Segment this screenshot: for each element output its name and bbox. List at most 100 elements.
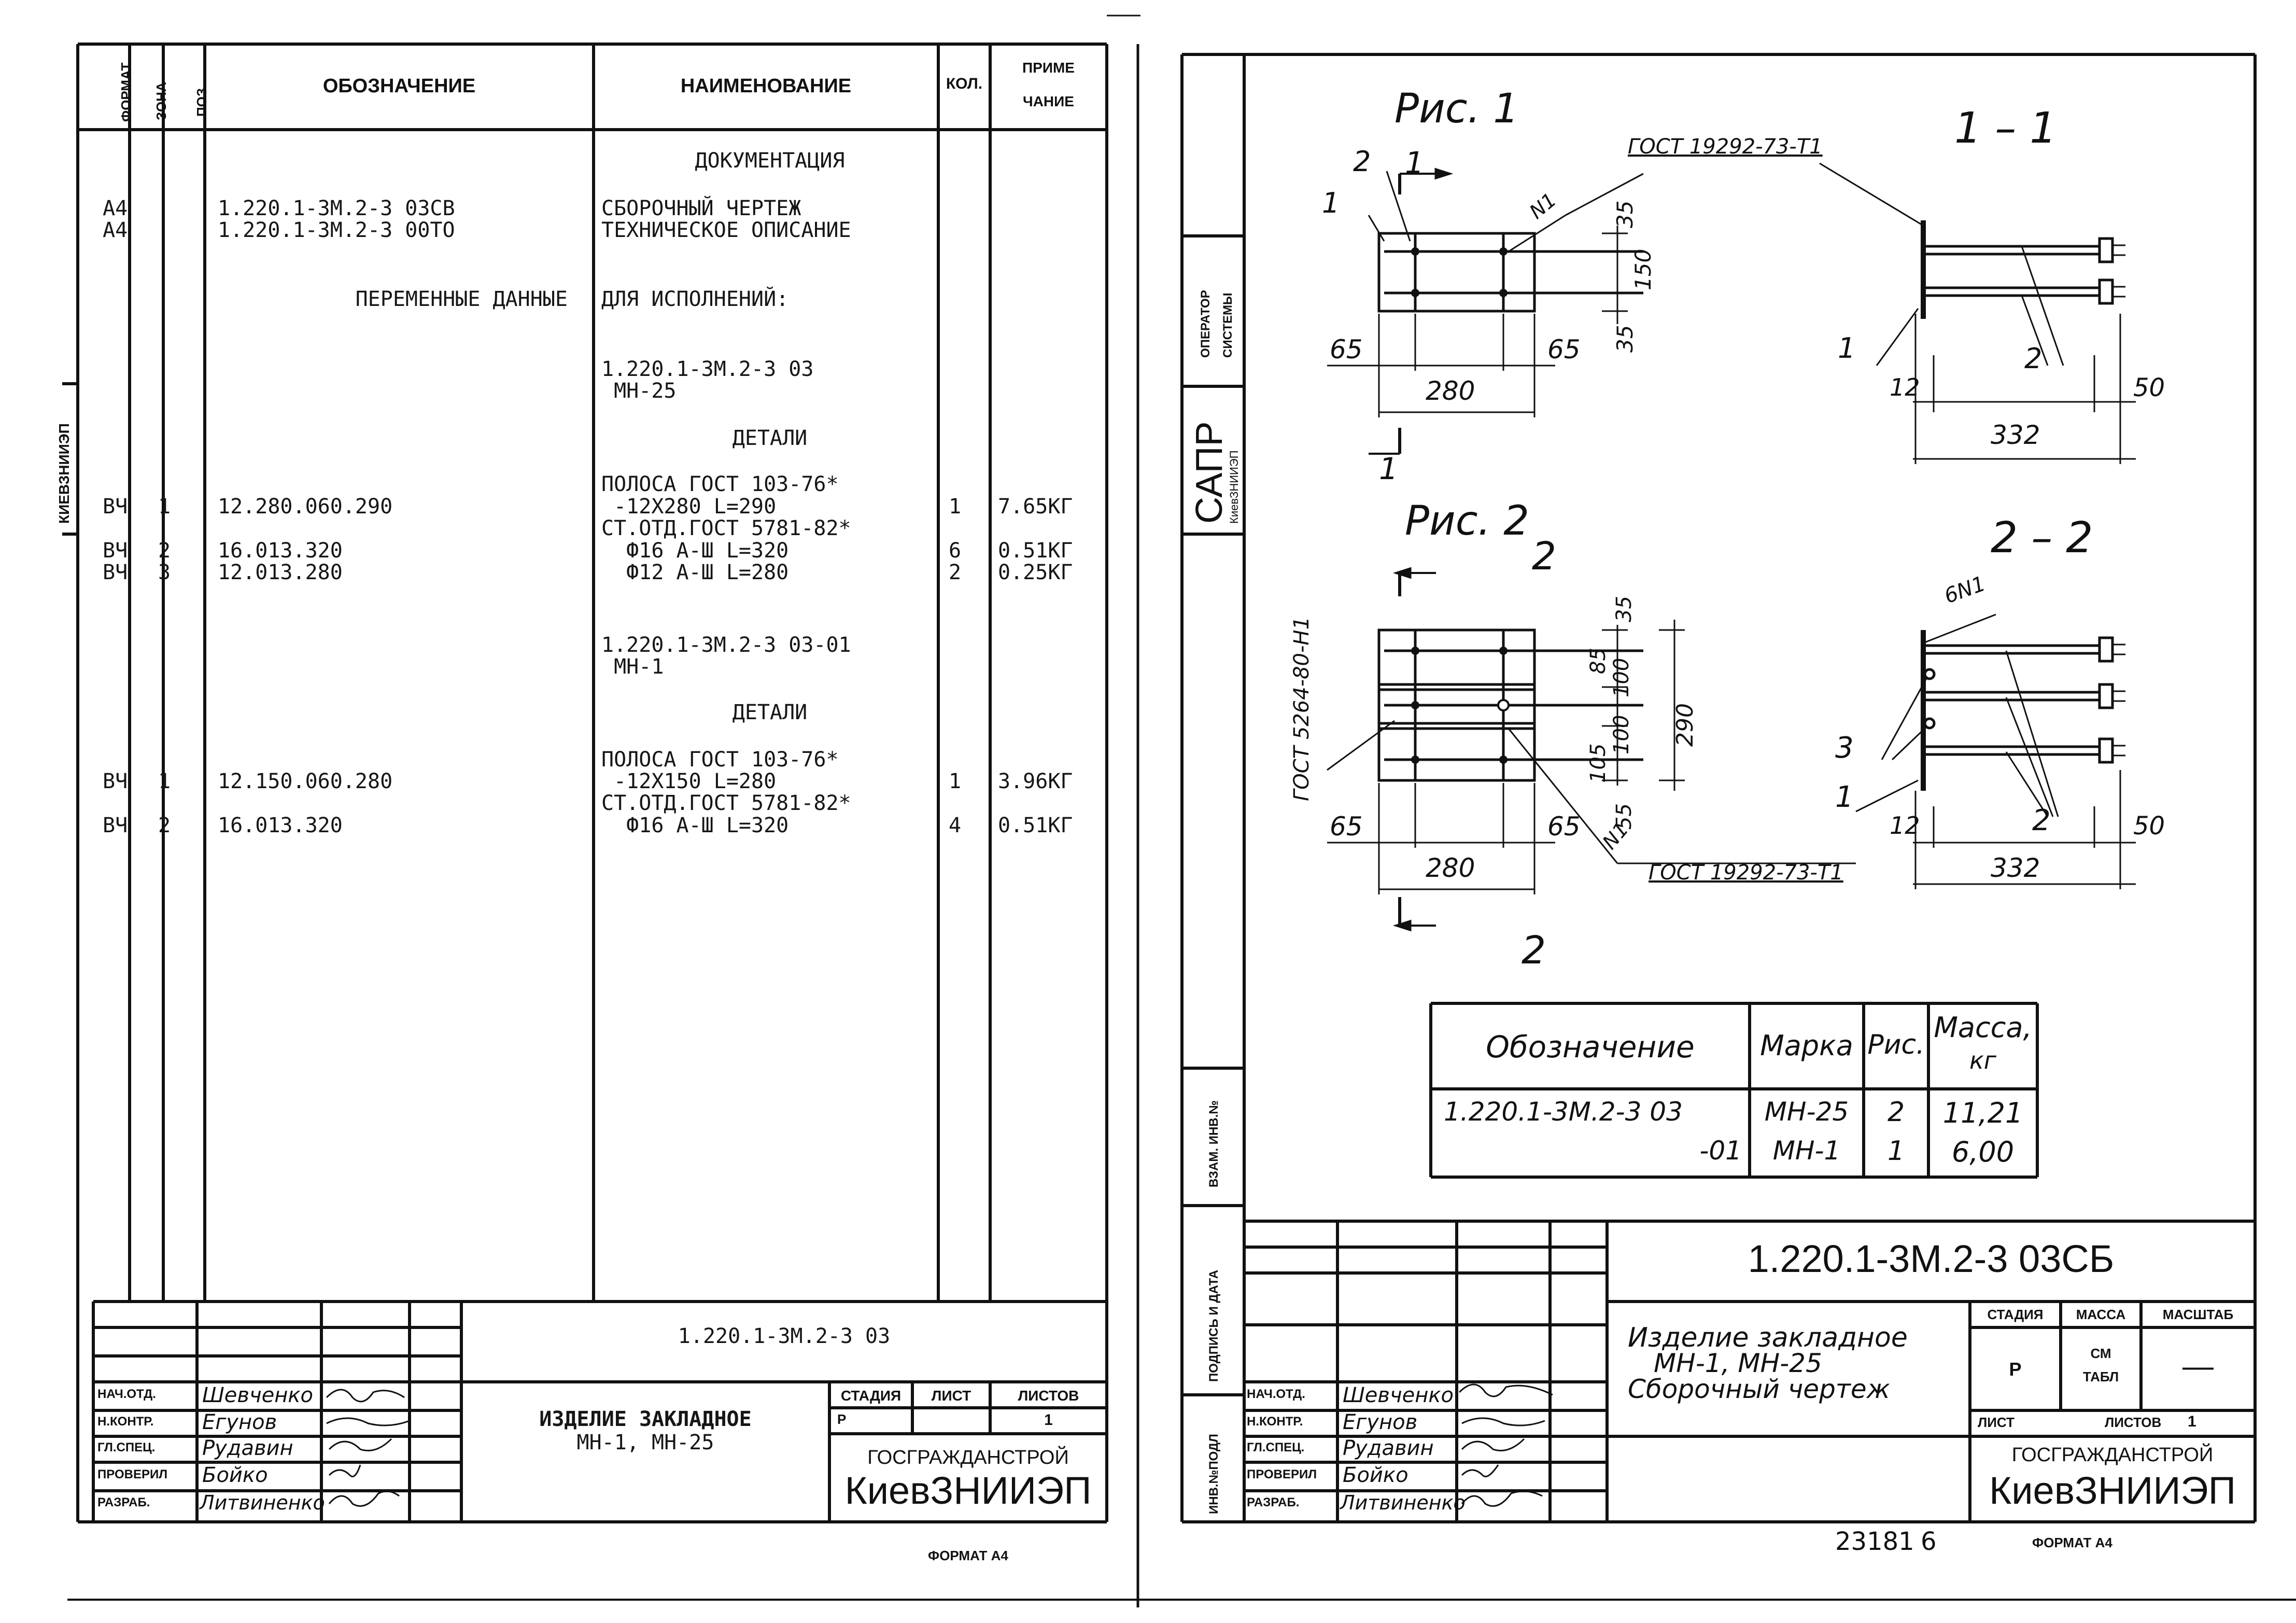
spec-format: ВЧ — [103, 561, 128, 584]
assembly-drawing — [1327, 162, 2136, 932]
spec-designation: 16.013.320 — [218, 539, 343, 563]
side-operator-2: СИСТЕМЫ — [1221, 292, 1235, 358]
right-format-label: ФОРМАТ А4 — [2032, 1535, 2112, 1550]
spec-qty: 1 — [949, 495, 962, 519]
header-zone: ЗОНА — [153, 82, 169, 120]
spec-name: МН-1 — [601, 655, 664, 679]
header-qty: КОЛ. — [946, 75, 983, 92]
right-mass-value-2: ТАБЛ — [2082, 1369, 2119, 1384]
left-margin-label: КиевЗНИИЭП — [56, 423, 72, 524]
fig2-dim-290: 290 — [1672, 703, 1698, 747]
header-designation: ОБОЗНАЧЕНИЕ — [322, 75, 476, 97]
sig-role: РАЗРАБ. — [97, 1495, 150, 1509]
spec-name: -12Х280 L=290 — [601, 495, 777, 519]
spec-name: ТЕХНИЧЕСКОЕ ОПИСАНИЕ — [601, 218, 851, 242]
sig-role: Н.КОНТР. — [1247, 1415, 1303, 1429]
left-format-label: ФОРМАТ А4 — [928, 1548, 1008, 1563]
fig1-dim-35a: 35 — [1612, 200, 1638, 228]
sig-role: ПРОВЕРИЛ — [97, 1467, 168, 1481]
spec-format: А4 — [103, 218, 128, 242]
right-doc-title-1: Изделие закладное — [1628, 1322, 1908, 1353]
right-stage-label: СТАДИЯ — [1987, 1307, 2044, 1322]
right-doc-code: 1.220.1-3М.2-3 03СБ — [1748, 1237, 2115, 1280]
spec-note: 0.51КГ — [998, 814, 1073, 837]
side-inv: ИНВ.№ПОДЛ — [1207, 1434, 1221, 1514]
spec-name: Ф12 А-Ш L=280 — [601, 561, 789, 584]
spec-zone: 2 — [158, 814, 171, 837]
spec-designation: 12.013.280 — [218, 561, 343, 584]
left-org-1: ГОСГРАЖДАНСТРОЙ — [867, 1447, 1069, 1468]
spec-name: МН-25 — [601, 379, 677, 403]
sig-name: Егунов — [202, 1410, 277, 1434]
sig-role: ПРОВЕРИЛ — [1247, 1467, 1317, 1481]
mass-row-mark: МН-1 — [1772, 1136, 1841, 1166]
spec-designation: 1.220.1-3М.2-3 00ТО — [218, 218, 455, 242]
spec-zone: 3 — [158, 561, 171, 584]
fig2-pos-2: 2 — [2032, 804, 2051, 837]
right-sheet-label: ЛИСТ — [1978, 1415, 2015, 1430]
right-stage-value: Р — [2009, 1359, 2022, 1380]
sig-name: Бойко — [1343, 1463, 1408, 1487]
spec-name: СТ.ОТД.ГОСТ 5781-82* — [601, 791, 851, 815]
sig-name: Литвиненко — [1340, 1491, 1466, 1514]
spec-name: -12Х150 L=280 — [601, 769, 777, 793]
side-sapr-sub: КиевЗНИИЭП — [1228, 450, 1241, 524]
mass-table-header-mass: Масса, — [1934, 1011, 2032, 1044]
header-name: НАИМЕНОВАНИЕ — [680, 75, 852, 97]
fig2-dim-12: 12 — [1890, 812, 1920, 840]
spec-qty: 1 — [949, 769, 962, 793]
left-sheet-label: ЛИСТ — [931, 1388, 971, 1404]
spec-designation: 12.280.060.290 — [218, 495, 393, 519]
sig-name: Шевченко — [1343, 1383, 1454, 1407]
sig-name: Рудавин — [1343, 1436, 1434, 1460]
fig2-dim-85: 85 — [1586, 648, 1610, 674]
right-sheets-value: 1 — [2188, 1413, 2196, 1430]
spec-format: ВЧ — [103, 814, 128, 837]
fig1-section-pos-2: 2 — [2024, 342, 2043, 375]
spec-qty: 6 — [949, 539, 962, 563]
right-mass-label: МАССА — [2076, 1307, 2126, 1322]
fig1-dim-65b: 65 — [1547, 334, 1581, 365]
fig2-dim-280: 280 — [1426, 853, 1475, 883]
left-doc-title-2: МН-1, МН-25 — [576, 1431, 714, 1454]
fig1-dim-65a: 65 — [1330, 334, 1363, 365]
right-signature-scribbles — [1458, 1383, 1553, 1507]
fig1-dim-332: 332 — [1991, 420, 2040, 450]
header-format: ФОРМАТ — [118, 62, 134, 122]
spec-format: ВЧ — [103, 539, 128, 563]
spec-section-heading: ДОКУМЕНТАЦИЯ — [695, 149, 845, 173]
spec-name: СБОРОЧНЫЙ ЧЕРТЕЖ — [601, 197, 801, 220]
side-vzam: ВЗАМ. ИНВ.№ — [1207, 1100, 1221, 1187]
sig-role: ГЛ.СПЕЦ. — [1247, 1440, 1305, 1454]
spec-designation: 16.013.320 — [218, 814, 343, 837]
right-org-1: ГОСГРАЖДАНСТРОЙ — [2011, 1444, 2214, 1466]
mass-table-header-mark: Марка — [1760, 1029, 1853, 1062]
left-sheets-value: 1 — [1044, 1411, 1053, 1429]
fig1-dim-150: 150 — [1630, 248, 1656, 290]
right-scale-label: МАСШТАБ — [2162, 1307, 2234, 1322]
mass-row-mass: 11,21 — [1942, 1097, 2023, 1129]
spec-name: ПОЛОСА ГОСТ 103-76* — [601, 472, 839, 496]
fig2-gost-weld: ГОСТ 19292-73-Т1 — [1649, 861, 1843, 885]
sig-role: Н.КОНТР. — [97, 1415, 154, 1429]
spec-format: ВЧ — [103, 495, 128, 519]
side-operator-1: ОПЕРАТОР — [1199, 290, 1213, 358]
spec-name: 1.220.1-3М.2-3 03-01 — [601, 633, 851, 657]
spec-designation: 1.220.1-3М.2-3 03СВ — [218, 197, 455, 220]
fig2-dim-50: 50 — [2133, 812, 2165, 841]
spec-name: Ф16 А-Ш L=320 — [601, 539, 789, 563]
spec-note: 7.65КГ — [998, 495, 1073, 519]
side-sapr: САПР — [1189, 421, 1230, 524]
fig2-dim-55: 55 — [1612, 803, 1636, 830]
mass-row-designation: 1.220.1-3М.2-3 03 — [1444, 1097, 1683, 1127]
spec-zone: 2 — [158, 539, 171, 563]
spec-name: ПОЛОСА ГОСТ 103-76* — [601, 748, 839, 772]
spec-qty: 2 — [949, 561, 962, 584]
left-org-2: КиевЗНИИЭП — [844, 1469, 1092, 1512]
spec-note: 0.25КГ — [998, 561, 1073, 584]
fig1-dim-280: 280 — [1426, 376, 1475, 406]
spec-section-heading: ДЕТАЛИ — [732, 701, 808, 724]
fig1-plate — [1377, 232, 1536, 313]
fig2-dim-332: 332 — [1991, 853, 2040, 883]
